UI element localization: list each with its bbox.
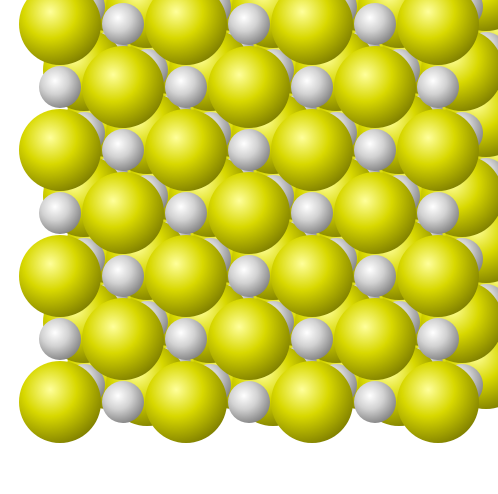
large-atom	[208, 46, 290, 128]
large-atom	[397, 361, 479, 443]
large-atom	[145, 0, 227, 65]
small-atom	[354, 255, 396, 297]
small-atom	[417, 192, 459, 234]
large-atom	[271, 109, 353, 191]
large-atom	[334, 172, 416, 254]
large-atom	[19, 0, 101, 65]
large-atom	[334, 298, 416, 380]
small-atom	[39, 318, 81, 360]
large-atom	[82, 172, 164, 254]
large-atom	[19, 109, 101, 191]
small-atom	[354, 3, 396, 45]
small-atom	[39, 192, 81, 234]
large-atom	[19, 361, 101, 443]
small-atom	[228, 129, 270, 171]
large-atom	[271, 235, 353, 317]
large-atom	[19, 235, 101, 317]
large-atom	[82, 298, 164, 380]
small-atom	[291, 66, 333, 108]
small-atom	[354, 381, 396, 423]
small-atom	[354, 129, 396, 171]
small-atom	[291, 192, 333, 234]
large-atom	[145, 235, 227, 317]
small-atom	[165, 318, 207, 360]
large-atom	[271, 361, 353, 443]
large-atom	[145, 109, 227, 191]
large-atom	[208, 298, 290, 380]
small-atom	[39, 66, 81, 108]
small-atom	[165, 66, 207, 108]
large-atom	[334, 46, 416, 128]
small-atom	[165, 192, 207, 234]
small-atom	[228, 381, 270, 423]
small-atom	[228, 255, 270, 297]
large-atom	[397, 0, 479, 65]
large-atom	[397, 109, 479, 191]
large-atom	[82, 46, 164, 128]
small-atom	[102, 129, 144, 171]
small-atom	[291, 318, 333, 360]
large-atom	[208, 172, 290, 254]
small-atom	[102, 255, 144, 297]
small-atom	[228, 3, 270, 45]
large-atom	[271, 0, 353, 65]
small-atom	[102, 381, 144, 423]
atoms-group	[19, 0, 498, 443]
large-atom	[145, 361, 227, 443]
small-atom	[102, 3, 144, 45]
small-atom	[417, 66, 459, 108]
large-atom	[397, 235, 479, 317]
small-atom	[417, 318, 459, 360]
